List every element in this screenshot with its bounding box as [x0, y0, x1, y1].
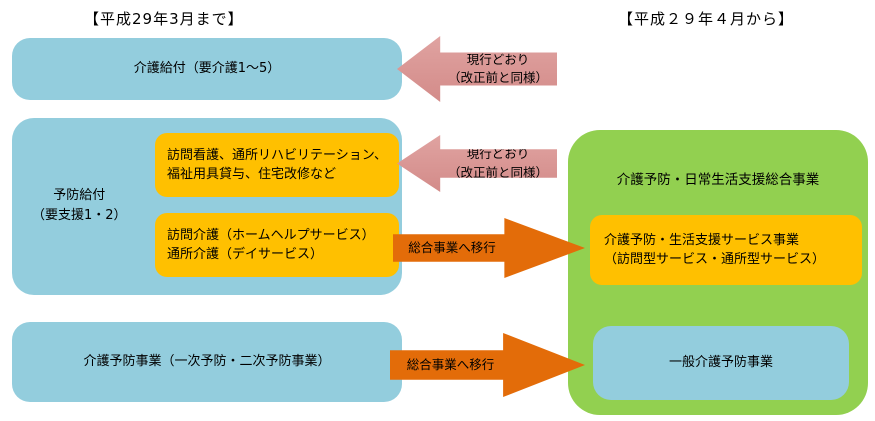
box-services-moving-label: 訪問介護（ホームヘルプサービス） 通所介護（デイサービス） [167, 227, 375, 263]
arrow-current-unchanged-middle: 現行どおり （改正前と同様） [397, 135, 557, 192]
box-yobo-kyufu: 予防給付 （要支援1・2） 訪問看護、通所リハビリテーション、福祉用具貸与、住宅… [12, 118, 402, 295]
arrow-transition-middle: 総合事業へ移行 [393, 218, 585, 278]
box-ippan-yobo-label: 一般介護予防事業 [668, 355, 773, 371]
arrow-current-unchanged-top-label: 現行どおり （改正前と同様） [447, 51, 548, 85]
box-services-continuing-label: 訪問看護、通所リハビリテーション、福祉用具貸与、住宅改修など [167, 147, 387, 183]
header-before-april: 【平成29年3月まで】 [84, 10, 244, 28]
box-ippan-yobo: 一般介護予防事業 [593, 326, 849, 400]
box-kaigo-yobo-jigyo-label: 介護予防事業（一次予防・二次予防事業） [83, 354, 331, 370]
box-service-jigyo: 介護予防・生活支援サービス事業 （訪問型サービス・通所型サービス） [590, 215, 862, 285]
box-service-jigyo-label: 介護予防・生活支援サービス事業 （訪問型サービス・通所型サービス） [604, 232, 826, 268]
box-kaigo-kyufu: 介護給付（要介護1～5） [12, 38, 402, 100]
box-sogo-jigyo: 介護予防・日常生活支援総合事業 介護予防・生活支援サービス事業 （訪問型サービス… [568, 130, 868, 415]
box-kaigo-kyufu-label: 介護給付（要介護1～5） [133, 61, 281, 77]
arrow-transition-bottom-label: 総合事業へ移行 [406, 356, 495, 372]
arrow-transition-bottom: 総合事業へ移行 [390, 333, 585, 397]
box-kaigo-yobo-jigyo: 介護予防事業（一次予防・二次予防事業） [12, 322, 402, 402]
box-services-continuing: 訪問看護、通所リハビリテーション、福祉用具貸与、住宅改修など [155, 133, 399, 197]
box-sogo-jigyo-title: 介護予防・日常生活支援総合事業 [616, 172, 820, 188]
box-services-moving: 訪問介護（ホームヘルプサービス） 通所介護（デイサービス） [155, 213, 399, 277]
arrow-current-unchanged-middle-label: 現行どおり （改正前と同様） [447, 146, 548, 180]
arrow-current-unchanged-top: 現行どおり （改正前と同様） [397, 36, 557, 102]
arrow-transition-middle-label: 総合事業へ移行 [408, 239, 496, 255]
header-after-april: 【平成２９年４月から】 [618, 10, 795, 28]
box-yobo-kyufu-label: 予防給付 （要支援1・2） [32, 187, 127, 224]
